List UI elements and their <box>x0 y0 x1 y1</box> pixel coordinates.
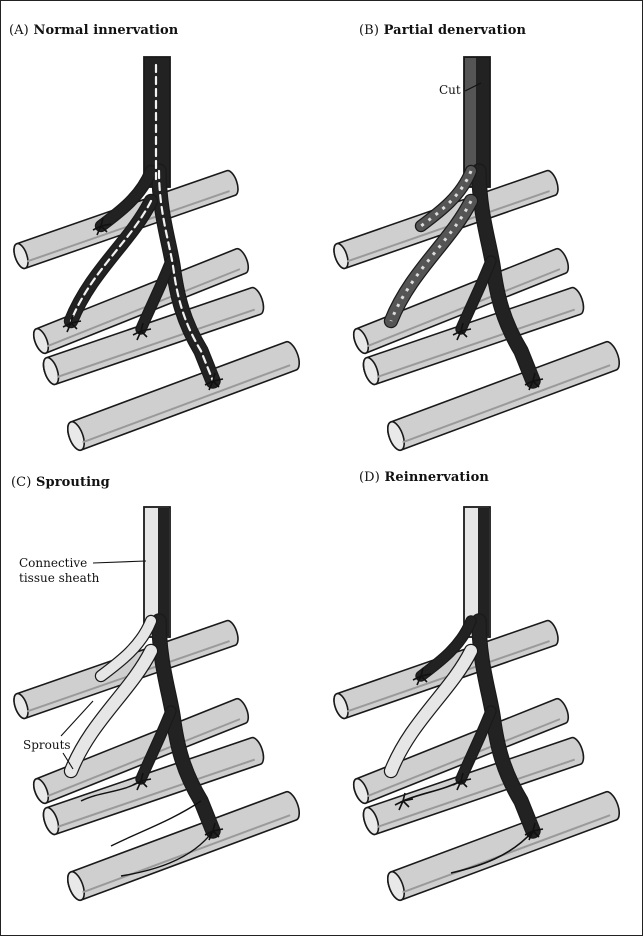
panel-d-illustration <box>321 501 641 911</box>
panel-a-title: (A) Normal innervation <box>9 23 178 38</box>
b-fiber-4-shade <box>403 365 611 442</box>
d-fiber-1 <box>331 619 561 720</box>
panel-c-title: (C) Sprouting <box>11 475 110 490</box>
panel-d-letter: (D) <box>359 470 380 485</box>
panel-d-title: (D) Reinnervation <box>359 470 489 485</box>
a-fiber-1 <box>11 169 241 270</box>
d-fiber-4-shade <box>403 815 611 892</box>
panel-c-title-text: Sprouting <box>36 475 110 490</box>
panel-b-title-text: Partial denervation <box>384 23 526 38</box>
b-fiber-1 <box>331 169 561 270</box>
panel-a-illustration <box>1 51 321 461</box>
panel-b-title: (B) Partial denervation <box>359 23 526 38</box>
panel-c-illustration <box>1 501 321 911</box>
panel-b-letter: (B) <box>359 23 379 38</box>
a-fiber-4-shade <box>83 365 291 442</box>
panel-c-letter: (C) <box>11 475 31 490</box>
panel-d-title-text: Reinnervation <box>385 470 489 485</box>
panel-b-illustration <box>321 51 641 461</box>
c-fiber-1 <box>11 619 241 720</box>
c-fiber-4-shade <box>83 815 291 892</box>
panel-a-letter: (A) <box>9 23 29 38</box>
panel-a-title-text: Normal innervation <box>33 23 178 38</box>
c-sheath-pointer <box>93 561 146 563</box>
